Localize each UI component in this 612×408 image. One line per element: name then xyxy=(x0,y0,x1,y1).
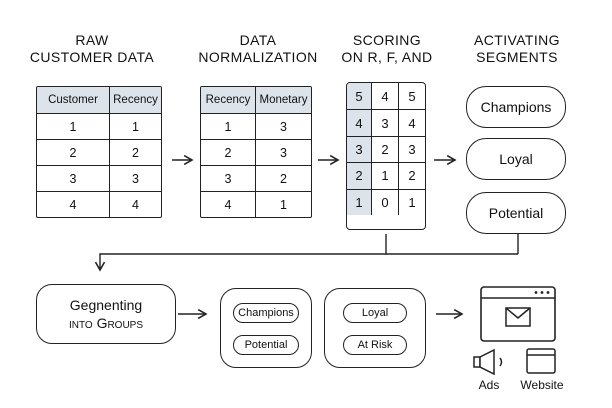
table-cell: 3 xyxy=(109,166,161,191)
header-monetary: Monetary xyxy=(255,87,311,113)
table-cell: 4 xyxy=(224,197,232,212)
group-b-at-risk: At Risk xyxy=(343,335,407,355)
group-box-a: Champions Potential xyxy=(220,288,312,368)
title-data-normalization: DATA NORMALIZATION xyxy=(188,32,328,66)
score-row: 5 4 5 xyxy=(347,83,425,110)
table-cell: 1 xyxy=(255,192,311,217)
table-row: 3 3 xyxy=(37,165,161,191)
table-row: 1 3 xyxy=(201,113,311,139)
score-row: 2 1 2 xyxy=(347,162,425,189)
table-cell: 3 xyxy=(255,114,311,139)
score-cell-m: 2 xyxy=(398,163,425,189)
score-cell-m: 3 xyxy=(398,136,425,163)
grouping-label-line2: into Groups xyxy=(68,315,144,331)
segment-label: Loyal xyxy=(499,151,533,167)
score-cell-m: 4 xyxy=(398,110,425,136)
segment-champions: Champions xyxy=(466,86,566,128)
score-cell-f: 0 xyxy=(371,189,398,215)
group-pill-label: Loyal xyxy=(361,307,389,319)
score-cell-r: 5 xyxy=(347,83,371,110)
score-row: 4 3 4 xyxy=(347,109,425,136)
channel-ads-label: Ads xyxy=(478,378,500,392)
table-cell: 2 xyxy=(109,140,161,165)
title-norm-line1: DATA xyxy=(239,32,277,48)
normalization-table: Recency Monetary 1 3 2 3 3 2 4 1 xyxy=(200,86,312,218)
title-activating-line1: ACTIVATING xyxy=(474,32,560,48)
score-cell-f: 2 xyxy=(371,136,398,163)
email-window-icon xyxy=(480,286,556,342)
score-cell-r: 1 xyxy=(347,189,371,215)
title-scoring-line2: ON R, F, AND xyxy=(341,49,433,65)
table-cell: 2 xyxy=(255,166,311,191)
title-raw-line1: RAW xyxy=(75,32,109,48)
score-row: 1 0 1 xyxy=(347,188,425,215)
score-cell-m: 1 xyxy=(398,189,425,215)
segment-label: Potential xyxy=(488,205,544,221)
group-pill-label: At Risk xyxy=(357,339,393,351)
table-row: 4 1 xyxy=(201,191,311,217)
scoring-grid: 5 4 5 4 3 4 3 2 3 2 1 2 1 0 1 xyxy=(346,82,426,230)
elbow-connector xyxy=(94,234,519,272)
table-row: 2 3 xyxy=(201,139,311,165)
title-activating-segments: ACTIVATING SEGMENTS xyxy=(452,32,582,66)
score-cell-r: 3 xyxy=(347,136,371,163)
table-cell: 4 xyxy=(69,197,77,212)
score-cell-m: 5 xyxy=(398,83,425,110)
title-raw-line2: CUSTOMER DATA xyxy=(29,49,155,65)
segment-potential: Potential xyxy=(466,192,566,234)
table-row: 1 1 xyxy=(37,113,161,139)
table-cell: 2 xyxy=(224,145,232,160)
channel-website-label: Website xyxy=(520,378,564,392)
table-cell: 3 xyxy=(224,171,232,186)
group-b-loyal: Loyal xyxy=(343,303,407,323)
title-activating-line2: SEGMENTS xyxy=(476,49,558,65)
title-scoring-line1: SCORING xyxy=(352,32,422,48)
megaphone-icon xyxy=(473,348,503,376)
table-row: 2 2 xyxy=(37,139,161,165)
group-pill-label: Champions xyxy=(238,307,294,319)
segment-label: Champions xyxy=(480,99,552,115)
table-row: 3 2 xyxy=(201,165,311,191)
raw-customer-table: Customer Recency 1 1 2 2 3 3 4 4 xyxy=(36,86,162,218)
table-cell: 3 xyxy=(255,140,311,165)
grouping-box: Gegnenting into Groups xyxy=(36,284,176,344)
score-cell-r: 2 xyxy=(347,163,371,189)
table-cell: 4 xyxy=(109,192,161,217)
table-cell: 1 xyxy=(109,114,161,139)
segment-loyal: Loyal xyxy=(466,138,566,180)
header-recency: Recency xyxy=(205,94,251,106)
title-scoring: SCORING ON R, F, AND xyxy=(328,32,446,66)
score-cell-r: 4 xyxy=(347,110,371,136)
group-a-potential: Potential xyxy=(233,335,299,355)
group-a-champions: Champions xyxy=(233,303,299,323)
table-row: 4 4 xyxy=(37,191,161,217)
table-header-row: Recency Monetary xyxy=(201,87,311,113)
group-pill-label: Potential xyxy=(244,339,288,351)
table-cell: 1 xyxy=(224,119,232,134)
score-cell-f: 4 xyxy=(371,83,398,110)
table-cell: 3 xyxy=(69,171,77,186)
website-icon xyxy=(526,348,556,374)
title-raw-customer-data: RAW CUSTOMER DATA xyxy=(18,32,166,66)
table-header-row: Customer Recency xyxy=(37,87,161,113)
score-cell-f: 3 xyxy=(371,110,398,136)
header-customer: Customer xyxy=(48,94,98,106)
table-cell: 1 xyxy=(69,119,77,134)
score-row: 3 2 3 xyxy=(347,135,425,163)
score-cell-f: 1 xyxy=(371,163,398,189)
grouping-label-line1: Gegnenting xyxy=(69,297,143,313)
table-cell: 2 xyxy=(69,145,77,160)
group-box-b: Loyal At Risk xyxy=(324,288,426,368)
header-recency: Recency xyxy=(109,87,161,113)
title-norm-line2: NORMALIZATION xyxy=(198,49,318,65)
